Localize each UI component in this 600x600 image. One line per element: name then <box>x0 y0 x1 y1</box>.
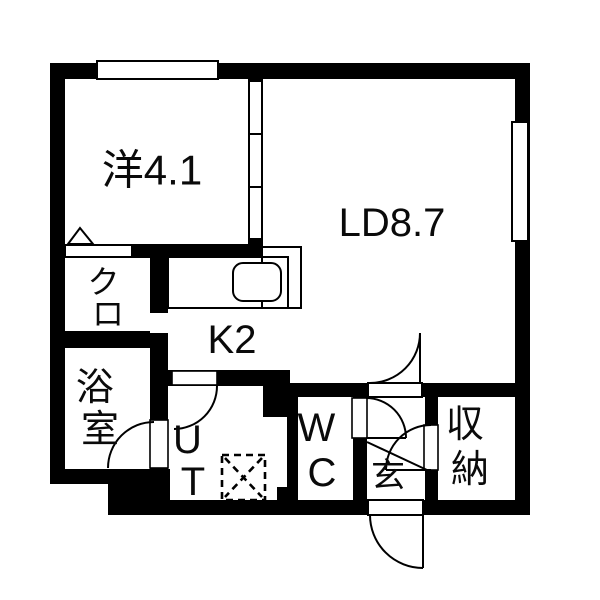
windows <box>96 60 529 242</box>
door-storage <box>385 424 439 471</box>
window-top-icon <box>96 60 219 80</box>
label-western-room: 洋4.1 <box>102 147 202 194</box>
walls <box>50 63 530 515</box>
washing-pan-outline <box>220 453 267 502</box>
entrance-step-line <box>366 441 428 471</box>
door-wc <box>351 397 407 439</box>
sliding-door-western-ld <box>248 80 263 240</box>
bathroom-door-arc <box>107 421 155 469</box>
door-utility <box>171 370 218 430</box>
closet-door-opening <box>64 244 133 258</box>
wall-wc-top <box>287 383 367 397</box>
wall-wc-left <box>287 397 298 500</box>
hall-door-opening <box>367 382 423 398</box>
label-bathroom: 浴 室 <box>76 355 125 451</box>
wall-closet-bottom <box>50 331 168 348</box>
wall-storage-top <box>422 383 530 397</box>
washing-pan-diag-2 <box>224 457 263 498</box>
sliding-door-frame <box>248 80 263 240</box>
kitchen-counter <box>167 246 302 309</box>
storage-door-opening <box>423 424 439 471</box>
label-utility: U T <box>173 405 213 504</box>
kitchen-counter-top <box>167 256 289 309</box>
label-entrance: 玄 <box>371 457 405 495</box>
wall-divider-cap-top <box>248 74 263 82</box>
closet-folding-door <box>64 226 133 258</box>
wc-door-opening <box>351 397 368 439</box>
entrance-door-arc <box>369 514 424 569</box>
door-hall-to-entrance <box>367 332 423 398</box>
label-toilet: W C <box>298 393 347 495</box>
folding-door-triangle-icon <box>66 226 96 245</box>
label-closet: ク ロ <box>88 253 129 332</box>
wall-bottom <box>108 500 530 515</box>
room-labels: 洋4.1 LD8.7 K2 ク ロ 浴 室 U T W C 玄 収 納 <box>76 147 495 505</box>
wall-left-zone-vertical <box>150 244 168 470</box>
utility-door-arc <box>173 385 218 430</box>
hall-door-arc <box>369 332 421 384</box>
wall-utility-top <box>150 370 290 386</box>
wall-opening-niche <box>150 313 168 333</box>
label-kitchen: K2 <box>208 318 257 362</box>
kitchen-sink-icon <box>232 262 282 302</box>
wall-corner-block <box>263 386 290 417</box>
door-bathroom <box>107 419 169 469</box>
wc-door-arc <box>365 397 407 439</box>
wall-left <box>50 63 65 484</box>
label-storage: 収 納 <box>446 392 495 491</box>
window-right-icon <box>511 121 529 242</box>
label-living-dining: LD8.7 <box>339 201 446 245</box>
washing-machine-pan-icon <box>220 453 267 502</box>
door-main-entrance <box>367 499 424 569</box>
utility-door-opening <box>171 370 218 386</box>
storage-door-arc <box>385 424 432 471</box>
bathroom-door-opening <box>149 419 169 469</box>
entrance-door-leaf-closed <box>367 499 424 516</box>
wall-stub-bottom <box>277 487 290 500</box>
